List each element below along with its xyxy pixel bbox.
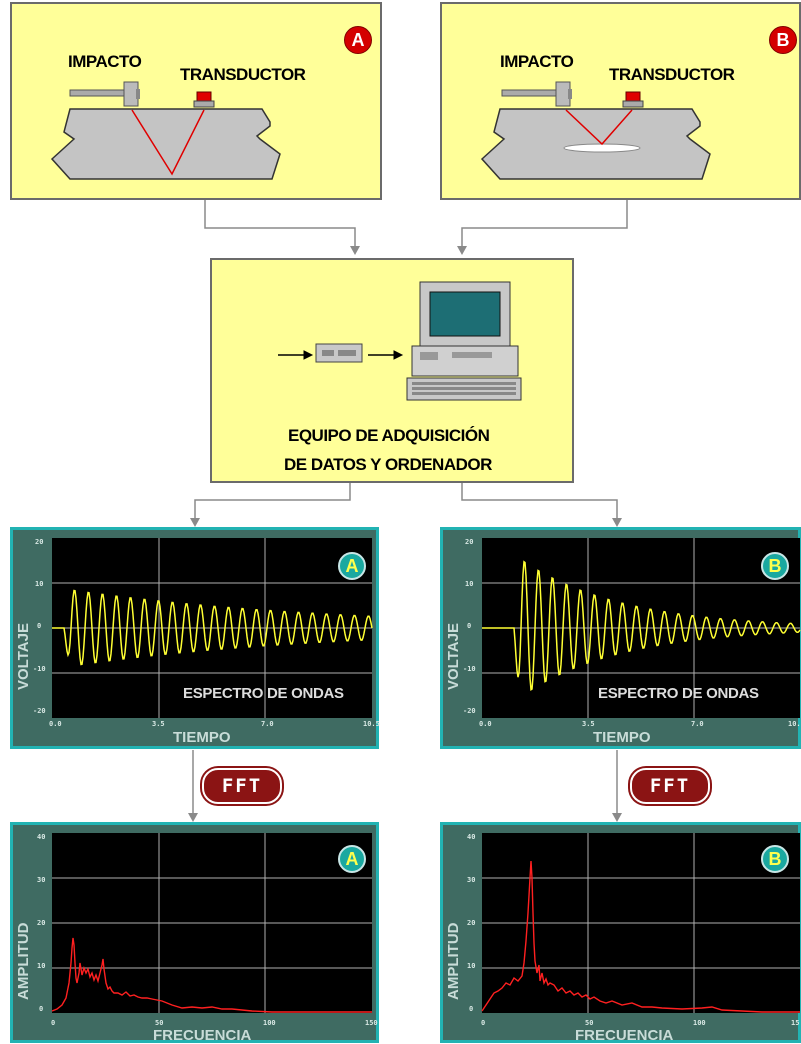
y-axis-label: AMPLITUD	[445, 922, 462, 1001]
plot-caption: ESPECTRO DE ONDAS	[183, 685, 344, 702]
x-tick: 3.5	[152, 720, 165, 728]
x-tick: 15	[791, 1019, 800, 1027]
y-tick: 0	[469, 1005, 474, 1013]
badge-b: B	[761, 552, 789, 580]
y-tick: -10	[463, 665, 476, 673]
x-tick: 150	[365, 1019, 378, 1027]
x-tick: 7.0	[261, 720, 274, 728]
y-tick: 40	[37, 833, 46, 841]
impact-label: IMPACTO	[500, 52, 574, 71]
y-tick: 40	[467, 833, 476, 841]
freq-plot-b-area	[481, 833, 800, 1013]
y-tick: 30	[467, 876, 476, 884]
computer-setup	[278, 281, 522, 401]
x-tick: 10.	[788, 720, 801, 728]
impact-label: IMPACTO	[68, 52, 142, 71]
x-tick: 0	[51, 1019, 56, 1027]
freq-plot-a-area	[51, 833, 372, 1013]
plot-caption: ESPECTRO DE ONDAS	[598, 685, 759, 702]
hammer-icon	[501, 81, 572, 107]
slab-diagram-b	[480, 81, 711, 180]
hammer-icon	[69, 81, 140, 107]
x-axis-label: TIEMPO	[173, 729, 231, 746]
y-tick: 20	[35, 538, 44, 546]
x-tick: 7.0	[691, 720, 704, 728]
x-tick: 3.5	[582, 720, 595, 728]
y-tick: 20	[465, 538, 474, 546]
badge-b: B	[761, 845, 789, 873]
x-tick: 100	[263, 1019, 276, 1027]
acquisition-label-line2: DE DATOS Y ORDENADOR	[284, 455, 492, 474]
fft-badge-a: FFT	[202, 768, 282, 804]
y-tick: -10	[33, 665, 46, 673]
y-axis-label: VOLTAJE	[445, 623, 462, 690]
freq-plot-a: AMPLITUD FRECUENCIA 40 30 20 10 0 0 50 1…	[10, 822, 379, 1044]
x-tick: 50	[155, 1019, 164, 1027]
y-tick: 10	[465, 580, 474, 588]
transducer-icon	[193, 91, 215, 108]
time-plot-a-area	[52, 538, 373, 718]
y-tick: 20	[37, 919, 46, 927]
badge-a: A	[338, 552, 366, 580]
x-tick: 50	[585, 1019, 594, 1027]
badge-a: A	[338, 845, 366, 873]
daq-box-icon	[315, 343, 363, 363]
y-tick: 10	[467, 962, 476, 970]
slab-diagram-a	[50, 81, 281, 180]
time-plot-a: VOLTAJE TIEMPO 20 10 0 -10 -20 0.0 3.5 7…	[10, 527, 380, 749]
y-tick: 20	[467, 919, 476, 927]
y-tick: 10	[37, 962, 46, 970]
y-axis-label: AMPLITUD	[15, 922, 32, 1001]
x-tick: 0	[481, 1019, 486, 1027]
wave-b	[482, 560, 801, 691]
acquisition-label-line1: EQUIPO DE ADQUISICIÓN	[288, 426, 490, 445]
panel-a-impact-setup: A IMPACTO TRANSDUCTOR	[10, 2, 382, 200]
badge-a: A	[344, 26, 372, 54]
wave-a	[52, 589, 373, 666]
acquisition-panel: EQUIPO DE ADQUISICIÓN DE DATOS Y ORDENAD…	[210, 258, 574, 483]
time-plot-b: VOLTAJE TIEMPO 20 10 0 -10 -20 0.0 3.5 7…	[440, 527, 801, 749]
arrow-icon	[278, 350, 404, 360]
y-tick: 0	[39, 1005, 44, 1013]
panel-b-impact-setup: B IMPACTO TRANSDUCTOR	[440, 2, 801, 200]
x-axis-label: FRECUENCIA	[153, 1027, 252, 1044]
y-tick: 0	[467, 622, 472, 630]
freq-plot-b: AMPLITUD FRECUENCIA 40 30 20 10 0 0 50 1…	[440, 822, 801, 1044]
x-tick: 100	[693, 1019, 706, 1027]
y-axis-label: VOLTAJE	[15, 623, 32, 690]
transducer-icon	[622, 91, 644, 108]
y-tick: 0	[37, 622, 42, 630]
spectrum-b	[481, 860, 800, 1013]
transducer-label: TRANSDUCTOR	[609, 65, 735, 84]
x-axis-label: FRECUENCIA	[575, 1027, 674, 1044]
time-plot-b-area	[482, 538, 801, 718]
badge-b: B	[769, 26, 797, 54]
void-defect	[563, 143, 641, 153]
y-tick: -20	[463, 707, 476, 715]
x-tick: 0.0	[49, 720, 62, 728]
x-tick: 10.5	[363, 720, 380, 728]
fft-badge-b: FFT	[630, 768, 710, 804]
x-tick: 0.0	[479, 720, 492, 728]
transducer-label: TRANSDUCTOR	[180, 65, 306, 84]
y-tick: -20	[33, 707, 46, 715]
x-axis-label: TIEMPO	[593, 729, 651, 746]
computer-icon	[406, 281, 522, 401]
y-tick: 10	[35, 580, 44, 588]
spectrum-a	[51, 937, 372, 1013]
y-tick: 30	[37, 876, 46, 884]
